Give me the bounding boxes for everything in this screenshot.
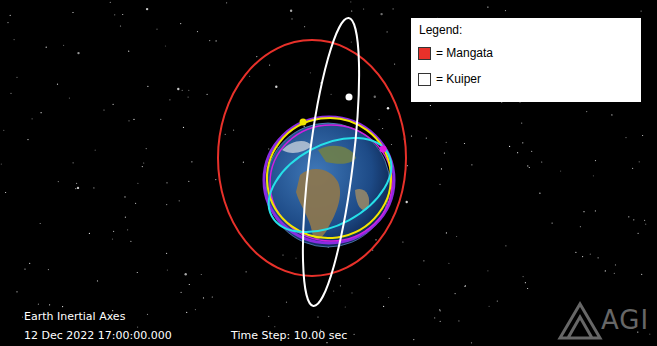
time-step: Time Step: 10.00 sec — [231, 329, 347, 342]
legend-entry: = Kuiper — [436, 72, 481, 86]
watermark: AGI — [601, 305, 649, 335]
legend-swatch — [418, 47, 431, 60]
legend-panel: Legend: = Mangata = Kuiper — [411, 18, 641, 102]
legend-entry: = Mangata — [436, 46, 493, 60]
legend-heading: Legend: — [419, 23, 462, 37]
legend-swatch — [418, 73, 431, 86]
epoch-timestamp: 12 Dec 2022 17:00:00.000 — [24, 329, 172, 342]
axes-label: Earth Inertial Axes — [24, 310, 125, 323]
